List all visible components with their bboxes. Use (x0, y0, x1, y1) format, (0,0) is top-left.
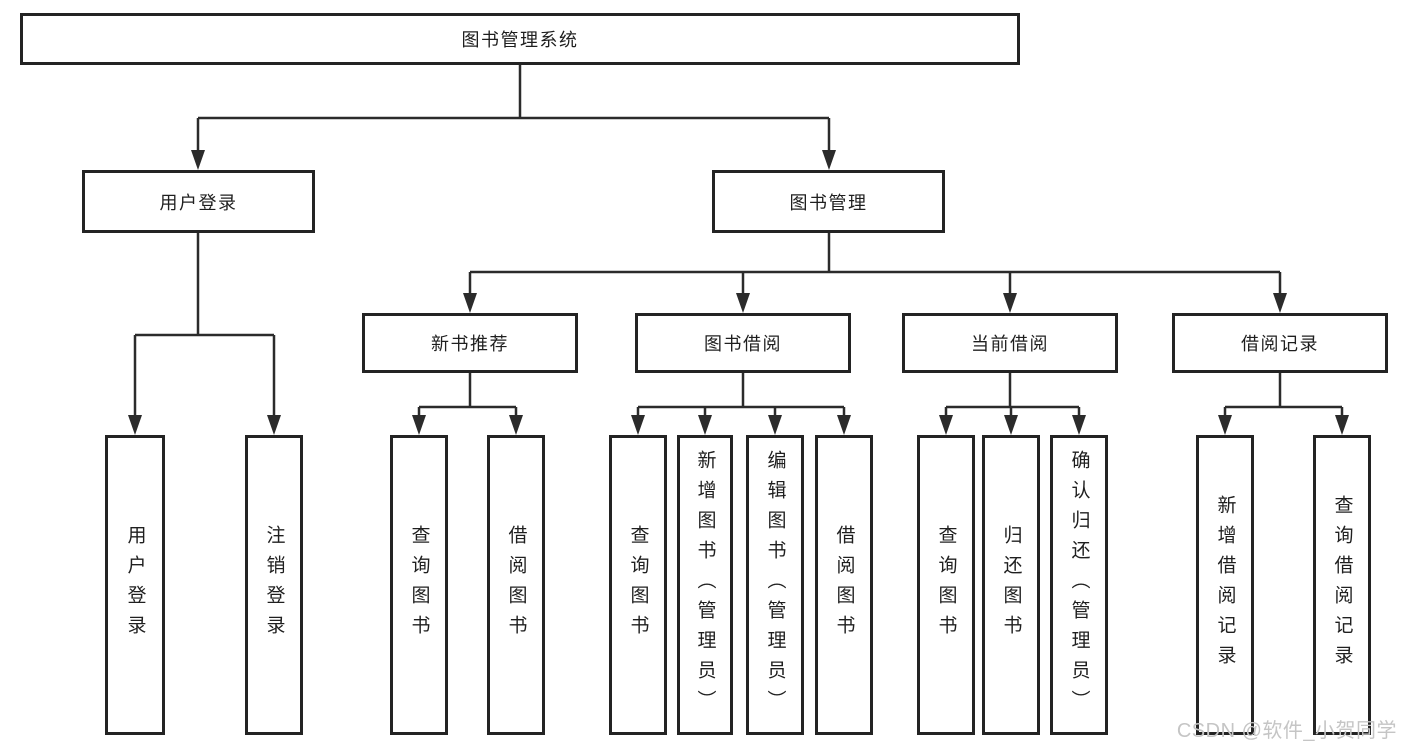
leaf-confirm-return-admin-label: 确认归还（管理员） (1068, 450, 1090, 720)
leaf-logout: 注销登录 (245, 435, 303, 735)
arrowhead-down-icon (736, 293, 750, 313)
node-book-borrow: 图书借阅 (635, 313, 851, 373)
node-book-management-label: 图书管理 (789, 192, 868, 213)
leaf-query-book-label: 查询图书 (935, 525, 957, 645)
node-user-login-label: 用户登录 (159, 192, 238, 213)
arrowhead-down-icon (1335, 415, 1349, 435)
leaf-query-borrow-record: 查询借阅记录 (1313, 435, 1371, 735)
leaf-borrow-book-label: 借阅图书 (833, 525, 855, 645)
connector-current-borrow-to-leaves (939, 373, 1086, 435)
leaf-borrow-book: 借阅图书 (815, 435, 873, 735)
connector-root-to-level2 (191, 65, 836, 170)
leaf-query-book-label: 查询图书 (408, 525, 430, 645)
leaf-add-borrow-record: 新增借阅记录 (1196, 435, 1254, 735)
arrowhead-down-icon (191, 150, 205, 170)
node-root-label: 图书管理系统 (461, 30, 579, 50)
leaf-add-book-admin-label: 新增图书（管理员） (694, 450, 716, 720)
node-book-borrow-label: 图书借阅 (704, 334, 782, 354)
node-current-borrow-label: 当前借阅 (971, 334, 1049, 354)
node-borrow-records-label: 借阅记录 (1241, 334, 1319, 354)
leaf-query-book: 查询图书 (609, 435, 667, 735)
node-book-management: 图书管理 (712, 170, 945, 233)
leaf-borrow-book: 借阅图书 (487, 435, 545, 735)
leaf-add-borrow-record-label: 新增借阅记录 (1214, 495, 1236, 675)
leaf-add-book-admin: 新增图书（管理员） (677, 435, 733, 735)
arrowhead-down-icon (412, 415, 426, 435)
arrowhead-down-icon (837, 415, 851, 435)
connector-book-borrow-to-leaves (631, 373, 851, 435)
arrowhead-down-icon (939, 415, 953, 435)
arrowhead-down-icon (1003, 293, 1017, 313)
node-borrow-records: 借阅记录 (1172, 313, 1388, 373)
leaf-user-login: 用户登录 (105, 435, 165, 735)
leaf-query-book-label: 查询图书 (627, 525, 649, 645)
arrowhead-down-icon (1004, 415, 1018, 435)
leaf-user-login-label: 用户登录 (124, 525, 146, 645)
connector-borrow-records-to-leaves (1218, 373, 1349, 435)
arrowhead-down-icon (1072, 415, 1086, 435)
leaf-edit-book-admin-label: 编辑图书（管理员） (764, 450, 786, 720)
leaf-confirm-return-admin: 确认归还（管理员） (1050, 435, 1108, 735)
arrowhead-down-icon (698, 415, 712, 435)
arrowhead-down-icon (1273, 293, 1287, 313)
leaf-query-book: 查询图书 (390, 435, 448, 735)
arrowhead-down-icon (509, 415, 523, 435)
arrowhead-down-icon (631, 415, 645, 435)
arrowhead-down-icon (128, 415, 142, 435)
leaf-return-book: 归还图书 (982, 435, 1040, 735)
connector-book-management-to-level3 (463, 233, 1287, 313)
leaf-borrow-book-label: 借阅图书 (505, 525, 527, 645)
node-new-book-recommend: 新书推荐 (362, 313, 578, 373)
node-current-borrow: 当前借阅 (902, 313, 1118, 373)
connector-new-book-recommend-to-leaves (412, 373, 523, 435)
node-root: 图书管理系统 (20, 13, 1020, 65)
leaf-return-book-label: 归还图书 (1000, 525, 1022, 645)
node-user-login: 用户登录 (82, 170, 315, 233)
arrowhead-down-icon (463, 293, 477, 313)
arrowhead-down-icon (822, 150, 836, 170)
arrowhead-down-icon (267, 415, 281, 435)
node-new-book-recommend-label: 新书推荐 (431, 334, 509, 354)
leaf-logout-label: 注销登录 (263, 525, 285, 645)
leaf-query-borrow-record-label: 查询借阅记录 (1331, 495, 1353, 675)
connector-user-login-to-leaves (128, 233, 281, 435)
watermark: CSDN @软件_小贺同学 (1176, 720, 1397, 742)
leaf-edit-book-admin: 编辑图书（管理员） (746, 435, 804, 735)
arrowhead-down-icon (768, 415, 782, 435)
arrowhead-down-icon (1218, 415, 1232, 435)
leaf-query-book: 查询图书 (917, 435, 975, 735)
